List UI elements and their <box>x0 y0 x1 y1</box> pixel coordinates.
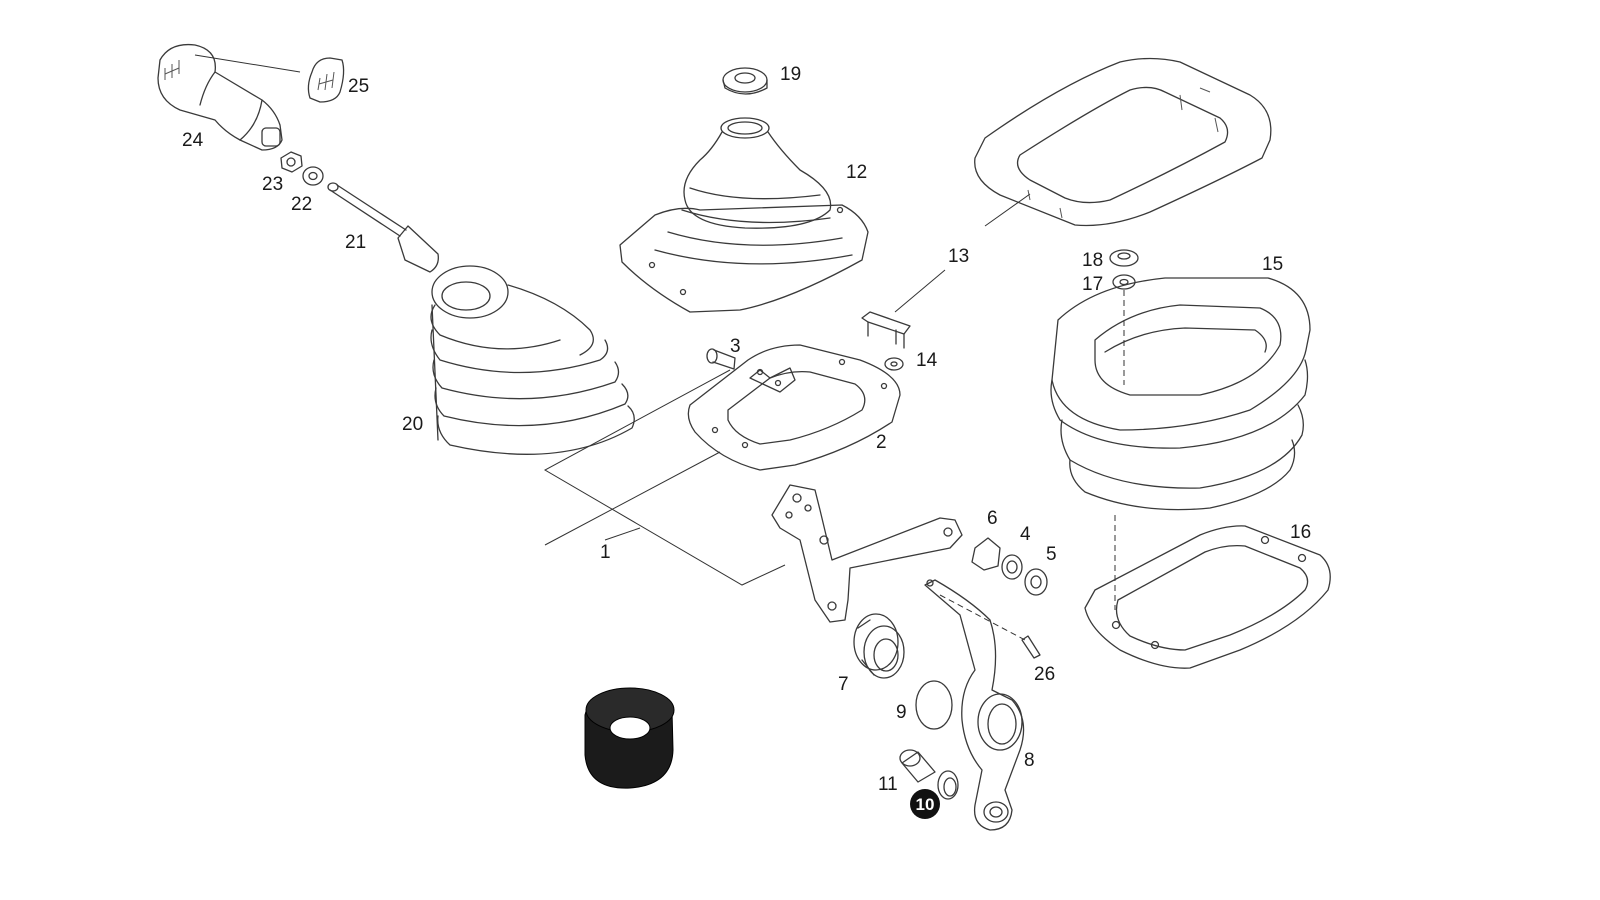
part-6-bushing[interactable] <box>971 537 1001 571</box>
callout-4: 4 <box>1020 524 1031 545</box>
callout-1: 1 <box>600 542 611 563</box>
part-10-ring[interactable] <box>937 770 959 800</box>
part-15-bellows[interactable] <box>1050 277 1311 511</box>
callout-2: 2 <box>876 432 887 453</box>
part-11-sleeve[interactable] <box>899 749 936 783</box>
callout-19: 19 <box>780 64 801 85</box>
callout-6: 6 <box>987 508 998 529</box>
part-18-cap[interactable] <box>1109 249 1139 267</box>
part-8-lever-arm[interactable] <box>924 579 1025 831</box>
callout-20: 20 <box>402 414 423 435</box>
callout-18: 18 <box>1082 250 1103 271</box>
callout-22: 22 <box>291 194 312 215</box>
callout-11: 11 <box>878 774 898 795</box>
callout-13: 13 <box>948 246 969 267</box>
callout-14: 14 <box>916 350 938 371</box>
callout-21: 21 <box>345 232 366 253</box>
part-5-washer[interactable] <box>1024 568 1048 596</box>
part-25-shift-pattern-label[interactable] <box>307 57 345 103</box>
part-26-pin[interactable] <box>1021 635 1041 659</box>
callout-9: 9 <box>896 702 907 723</box>
callout-3: 3 <box>730 336 741 357</box>
part-16-base-frame[interactable] <box>1084 525 1331 669</box>
part-3-bolt[interactable] <box>706 348 736 370</box>
part-24-gear-knob[interactable] <box>157 43 283 151</box>
callout-23: 23 <box>262 174 283 195</box>
callout-7: 7 <box>838 674 849 695</box>
part-13-frame[interactable] <box>974 57 1272 227</box>
part-14-clip[interactable] <box>861 311 911 371</box>
part-20-lever-boot[interactable] <box>430 265 635 455</box>
callout-16: 16 <box>1290 522 1311 543</box>
callout-12: 12 <box>846 162 867 183</box>
callout-10: 10 <box>916 795 935 814</box>
highlighted-callout-marker <box>910 789 940 819</box>
part-4-sleeve[interactable] <box>1001 554 1023 580</box>
part-22-washer[interactable] <box>302 166 324 186</box>
part-12-flanged-boot[interactable] <box>619 117 869 313</box>
callout-26: 26 <box>1034 664 1055 685</box>
callout-15: 15 <box>1262 254 1283 275</box>
part-17-washer[interactable] <box>1112 274 1136 290</box>
part-21-lever-shaft[interactable] <box>327 182 439 273</box>
part-9-o-ring[interactable] <box>915 680 953 730</box>
part-19-grommet[interactable] <box>722 67 768 95</box>
part-2-base-plate[interactable] <box>687 344 901 471</box>
callout-5: 5 <box>1046 544 1057 565</box>
callout-24: 24 <box>182 130 204 151</box>
part-7-bearing[interactable] <box>853 613 905 679</box>
callout-8: 8 <box>1024 750 1035 771</box>
part-23-nut[interactable] <box>280 151 303 173</box>
callout-25: 25 <box>348 76 369 97</box>
part-1-bracket[interactable] <box>771 484 963 623</box>
black-rubber-bushing[interactable] <box>584 687 675 789</box>
gear-shift-pattern-icon <box>164 60 180 80</box>
callout-17: 17 <box>1082 274 1103 295</box>
